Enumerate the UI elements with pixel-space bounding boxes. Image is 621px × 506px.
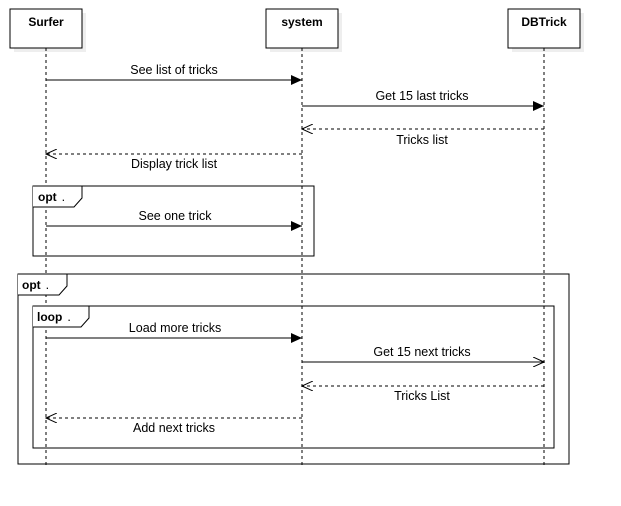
message-label: Get 15 next tricks: [373, 345, 470, 359]
fragment-guard: .: [46, 278, 49, 292]
participant-label: DBTrick: [521, 15, 567, 29]
fragment-tab: [33, 305, 90, 328]
message-label: See list of tricks: [130, 63, 218, 77]
message-get-15-last-tricks: Get 15 last tricks: [302, 89, 544, 111]
fragment-operator: loop: [37, 310, 62, 324]
message-label: Add next tricks: [133, 421, 215, 435]
message-label: Tricks list: [396, 133, 448, 147]
fragment-frame: [32, 185, 315, 257]
fragment-tab: [33, 185, 83, 208]
message-tricks-list: Tricks list: [302, 129, 544, 147]
participant-box: [9, 8, 83, 49]
participant-label: system: [281, 15, 322, 29]
message-label: Display trick list: [131, 157, 218, 171]
fragment-opt-2: opt.: [17, 273, 570, 465]
message-label: Load more tricks: [129, 321, 221, 335]
message-display-trick-list: Display trick list: [46, 154, 302, 171]
fragment-operator: opt: [22, 278, 41, 292]
participant-surfer: Surfer: [9, 8, 86, 52]
fragment-header: loop.: [37, 310, 71, 324]
message-add-next-tricks: Add next tricks: [46, 418, 302, 435]
fragment-frame: [32, 305, 555, 449]
message-see-one-trick: See one trick: [46, 209, 302, 231]
participant-dbtrick: DBTrick: [507, 8, 584, 52]
fragment-frame: [17, 273, 570, 465]
fragment-tab: [18, 273, 68, 296]
fragment-header: opt.: [22, 278, 49, 292]
message-label: Tricks List: [394, 389, 450, 403]
fragment-opt-1: opt.: [32, 185, 315, 257]
message-label: Get 15 last tricks: [375, 89, 468, 103]
fragment-loop: loop.: [32, 305, 555, 449]
fragment-guard: .: [62, 190, 65, 204]
message-get-15-next-tricks: Get 15 next tricks: [302, 345, 544, 362]
message-see-list-of-tricks: See list of tricks: [46, 63, 302, 85]
message-label: See one trick: [139, 209, 213, 223]
fragment-header: opt.: [38, 190, 65, 204]
fragment-operator: opt: [38, 190, 57, 204]
message-load-more-tricks: Load more tricks: [46, 321, 302, 343]
participant-box: [265, 8, 339, 49]
participant-system: system: [265, 8, 342, 52]
participant-label: Surfer: [28, 15, 64, 29]
message-tricks-list-2: Tricks List: [302, 386, 544, 403]
fragment-guard: .: [67, 310, 70, 324]
